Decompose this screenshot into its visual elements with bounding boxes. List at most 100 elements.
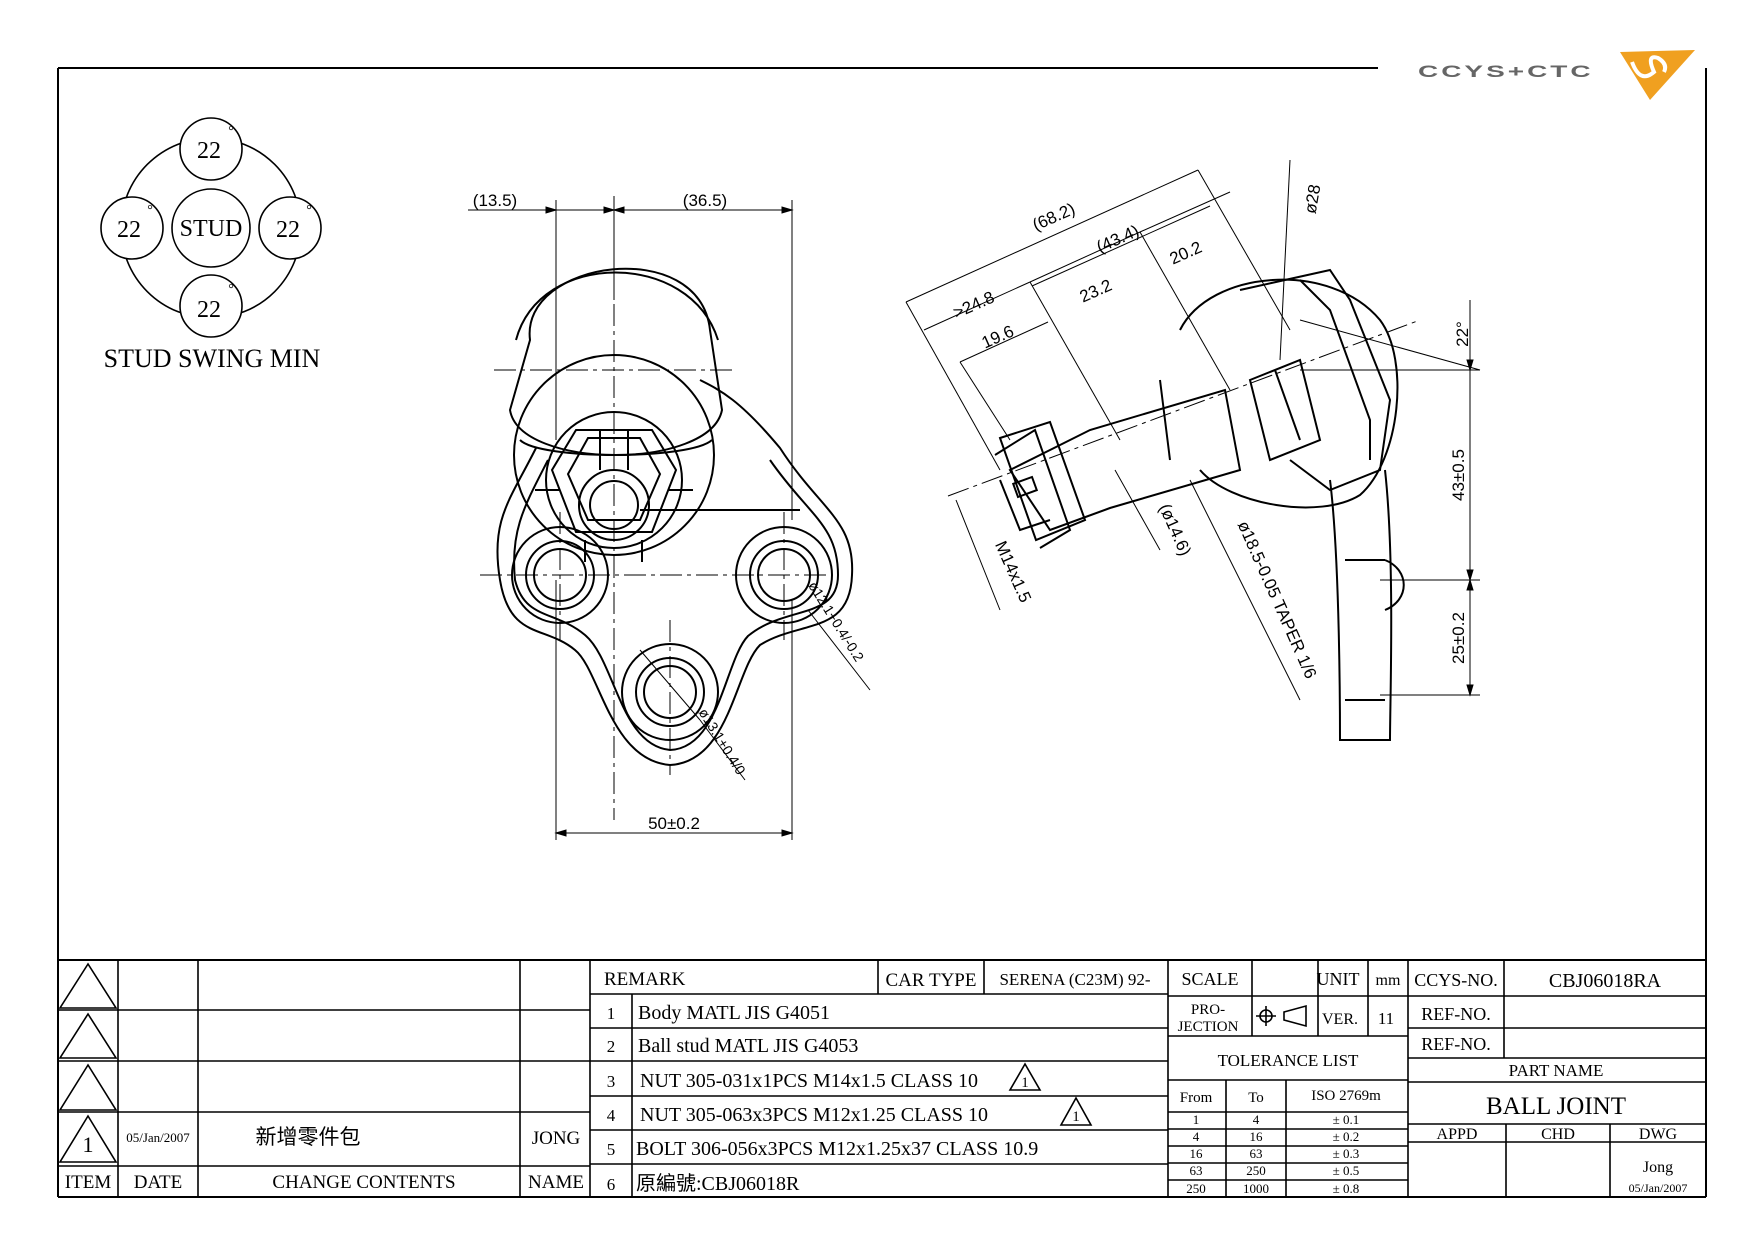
tol-val-4: ± 0.5 bbox=[1333, 1163, 1360, 1178]
part-name-label: PART NAME bbox=[1509, 1061, 1604, 1080]
remark-no-2: 2 bbox=[607, 1037, 616, 1056]
side-view-dim-labels: (68.2) (43.4) 20.2 >24.8 23.2 19.6 ø28 M… bbox=[950, 183, 1472, 682]
swing-bottom: 22 bbox=[197, 297, 221, 323]
tol-from-1: 1 bbox=[1193, 1112, 1200, 1127]
deg-bottom: ° bbox=[228, 282, 234, 297]
rev-header-date: DATE bbox=[134, 1172, 183, 1193]
swing-right: 22 bbox=[276, 217, 300, 243]
tol-to-4: 250 bbox=[1246, 1163, 1266, 1178]
projection-label-2: JECTION bbox=[1178, 1019, 1239, 1035]
ver-label: VER. bbox=[1322, 1011, 1358, 1028]
car-type-label: CAR TYPE bbox=[886, 970, 977, 991]
stud-swing-labels: 22 22 22 22 STUD ° ° ° ° STUD SWING MIN bbox=[104, 124, 321, 373]
swing-top: 22 bbox=[197, 138, 221, 164]
remark-text-3: NUT 305-031x1PCS M14x1.5 CLASS 10 bbox=[640, 1070, 978, 1092]
deg-right: ° bbox=[306, 203, 312, 218]
remark-text-2: Ball stud MATL JIS G4053 bbox=[638, 1035, 858, 1057]
dim-left-ref: (13.5) bbox=[473, 191, 517, 210]
scale-label: SCALE bbox=[1181, 969, 1238, 989]
dim-hole-a: ø12.1+0.4/-0.2 bbox=[805, 578, 867, 664]
tol-col-to: To bbox=[1248, 1090, 1264, 1106]
appd-label: APPD bbox=[1437, 1126, 1478, 1143]
dim-angle: 22° bbox=[1453, 321, 1472, 347]
swing-center: STUD bbox=[180, 216, 243, 242]
tol-to-1: 4 bbox=[1253, 1112, 1260, 1127]
side-view-dims bbox=[905, 159, 1481, 701]
side-view bbox=[994, 268, 1405, 741]
remark-no-3: 3 bbox=[607, 1072, 616, 1091]
logo-text: CCYS+CTC bbox=[1418, 62, 1594, 81]
title-block-text: CCYS-NO. CBJ06018RA REF-NO. REF-NO. PART… bbox=[1414, 970, 1687, 1195]
dim-hole-b: ø13.1+0.4/0 bbox=[696, 705, 749, 777]
dim-thread: M14x1.5 bbox=[991, 538, 1035, 605]
revision-table-text: 1 05/Jan/2007 新增零件包 JONG ITEM DATE CHANG… bbox=[65, 1125, 584, 1193]
title-block bbox=[1408, 960, 1706, 1197]
scale-block-text: SCALE UNIT mm PRO- JECTION VER. 11 TOLER… bbox=[1178, 969, 1401, 1196]
tol-to-3: 63 bbox=[1250, 1146, 1263, 1161]
dim-248: >24.8 bbox=[950, 288, 997, 323]
car-type-value: SERENA (C23M) 92- bbox=[999, 970, 1150, 989]
dim-434: (43.4) bbox=[1094, 221, 1142, 256]
deg-top: ° bbox=[228, 124, 234, 139]
dim-bottom-width: 50±0.2 bbox=[648, 814, 700, 833]
tol-from-2: 4 bbox=[1193, 1129, 1200, 1144]
dim-overall: (68.2) bbox=[1030, 199, 1078, 234]
rev-header-name: NAME bbox=[528, 1172, 584, 1193]
tol-val-1: ± 0.1 bbox=[1333, 1112, 1360, 1127]
tol-col-iso: ISO 2769m bbox=[1311, 1088, 1381, 1104]
unit-label: UNIT bbox=[1317, 969, 1360, 989]
dim-dia146: (ø14.6) bbox=[1155, 501, 1195, 559]
ver-value: 11 bbox=[1378, 1009, 1394, 1028]
dim-h43: 43±0.5 bbox=[1449, 449, 1468, 501]
remark-no-6: 6 bbox=[607, 1175, 616, 1194]
remark-rev-3: 1 bbox=[1021, 1075, 1029, 1091]
part-name-value: BALL JOINT bbox=[1486, 1093, 1626, 1120]
ccys-label: CCYS-NO. bbox=[1414, 970, 1498, 990]
dim-taper: ø18.5-0.05 TAPER 1/6 bbox=[1234, 518, 1321, 681]
tol-col-from: From bbox=[1180, 1090, 1213, 1106]
tol-to-2: 16 bbox=[1250, 1129, 1264, 1144]
remark-rev-4: 1 bbox=[1072, 1109, 1080, 1125]
drawn-by: Jong bbox=[1643, 1159, 1673, 1176]
company-logo: CCYS+CTC bbox=[1418, 50, 1695, 100]
tol-to-5: 1000 bbox=[1243, 1181, 1269, 1196]
rev-header-item: ITEM bbox=[65, 1172, 112, 1193]
tolerance-title: TOLERANCE LIST bbox=[1218, 1051, 1359, 1070]
ref1-label: REF-NO. bbox=[1421, 1004, 1491, 1024]
stud-swing-diagram bbox=[100, 117, 322, 338]
remark-no-5: 5 bbox=[607, 1140, 616, 1159]
tol-from-5: 250 bbox=[1186, 1181, 1206, 1196]
remark-text-1: Body MATL JIS G4051 bbox=[638, 1002, 830, 1024]
dim-dia28: ø28 bbox=[1301, 183, 1325, 215]
dim-232: 23.2 bbox=[1077, 276, 1115, 307]
remark-text-4: NUT 305-063x3PCS M12x1.25 CLASS 10 bbox=[640, 1104, 988, 1126]
swing-left: 22 bbox=[117, 217, 141, 243]
chd-label: CHD bbox=[1541, 1126, 1575, 1143]
rev-contents-1: 新增零件包 bbox=[256, 1125, 361, 1149]
remark-header: REMARK bbox=[604, 969, 686, 990]
dwg-label: DWG bbox=[1639, 1126, 1678, 1143]
dim-h25: 25±0.2 bbox=[1449, 612, 1468, 664]
drawn-date: 05/Jan/2007 bbox=[1629, 1181, 1688, 1195]
rev-header-contents: CHANGE CONTENTS bbox=[272, 1172, 455, 1193]
unit-value: mm bbox=[1376, 972, 1401, 989]
front-view bbox=[480, 196, 854, 820]
tol-from-3: 16 bbox=[1190, 1146, 1204, 1161]
sheet-frame bbox=[57, 67, 1707, 1198]
ref2-label: REF-NO. bbox=[1421, 1034, 1491, 1054]
remark-text-5: BOLT 306-056x3PCS M12x1.25x37 CLASS 10.9 bbox=[636, 1138, 1038, 1160]
rev-item-1: 1 bbox=[83, 1132, 94, 1157]
scale-block bbox=[1168, 960, 1409, 1197]
remarks-table bbox=[590, 960, 1169, 1197]
tol-val-3: ± 0.3 bbox=[1333, 1146, 1360, 1161]
remark-text-6: 原編號:CBJ06018R bbox=[636, 1172, 800, 1195]
remarks-text: REMARK CAR TYPE SERENA (C23M) 92- 1 Body… bbox=[604, 969, 1151, 1195]
swing-caption: STUD SWING MIN bbox=[104, 344, 321, 373]
front-view-dims bbox=[468, 200, 871, 840]
rev-date-1: 05/Jan/2007 bbox=[126, 1130, 190, 1145]
projection-label-1: PRO- bbox=[1191, 1002, 1225, 1018]
tol-from-4: 63 bbox=[1190, 1163, 1203, 1178]
remark-no-4: 4 bbox=[607, 1106, 616, 1125]
dim-202: 20.2 bbox=[1167, 238, 1205, 269]
dim-196: 19.6 bbox=[979, 322, 1017, 353]
